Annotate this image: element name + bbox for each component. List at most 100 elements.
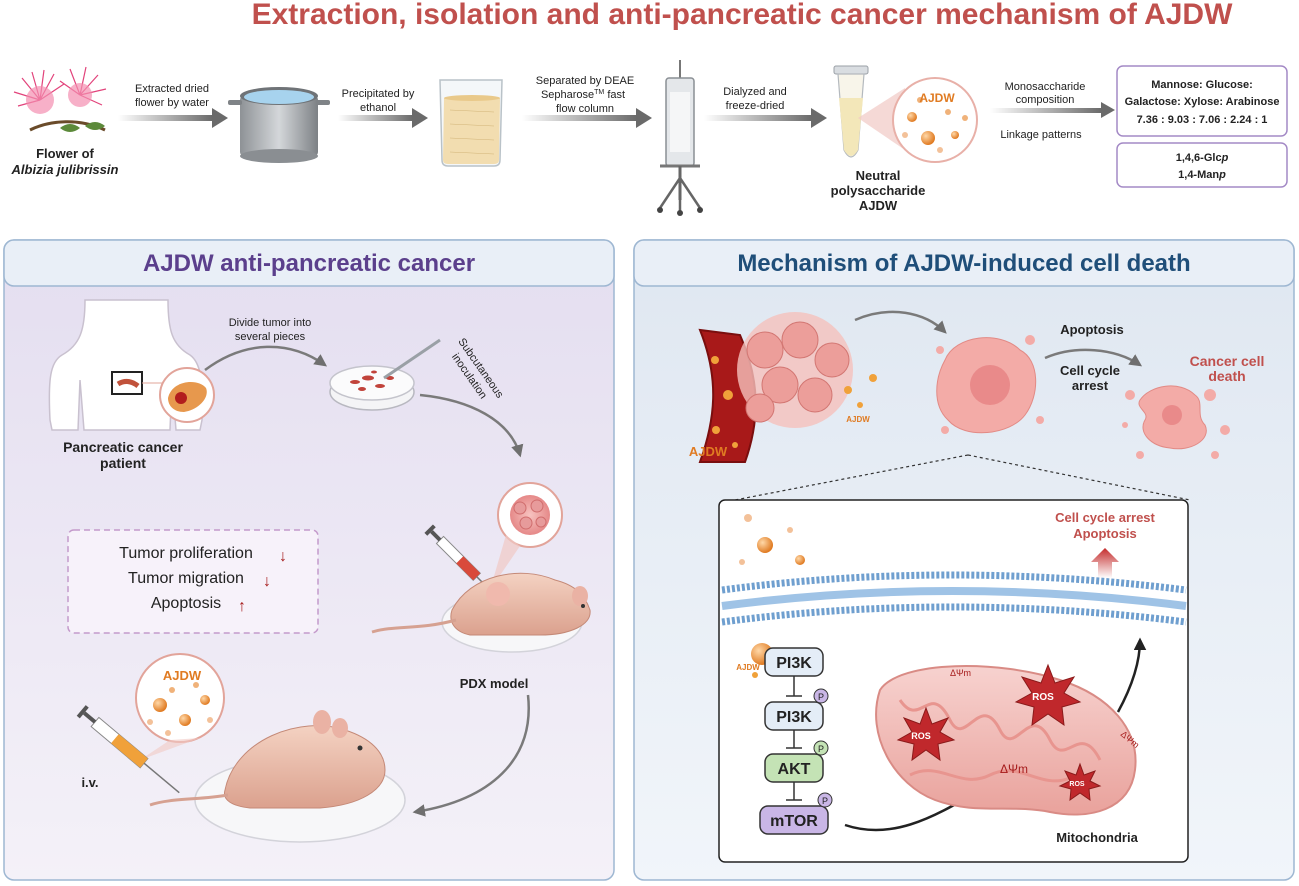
apoptosis-label: Apoptosis <box>1060 322 1124 337</box>
step4-label-line1: Dialyzed and <box>723 86 787 98</box>
divide-arrow <box>204 345 328 372</box>
linkage2-text: 1,4-Man <box>1178 169 1219 181</box>
cell-cycle-label-line2: arrest <box>1072 378 1109 393</box>
zoom-wedge <box>858 88 905 150</box>
mono-box-line2: Galactose: Xylose: Arabinose <box>1125 96 1280 108</box>
effect-1-arrow: ↓ <box>279 548 287 565</box>
process-arrow-3 <box>522 115 637 121</box>
ajdw-bubble-label: AJDW <box>919 91 955 105</box>
delta-psi-2: ΔΨm <box>1000 762 1028 776</box>
tumor-zoom-bubble <box>497 482 563 548</box>
ros-burst-2 <box>1014 663 1082 727</box>
pdx-mouse <box>371 572 591 653</box>
mono-box-line1: Mannose: Glucose: <box>1151 79 1252 91</box>
linkage1-text: 1,4,6-Glc <box>1176 152 1222 164</box>
petri-dish-illustration <box>329 338 441 411</box>
damaged-cancer-cell <box>936 335 1044 434</box>
step2-label-line1: Precipitated by <box>342 88 415 100</box>
phospho-label-1: P <box>818 692 824 702</box>
syringe-iv <box>76 705 180 794</box>
mono-arrow <box>990 108 1102 113</box>
cell-cycle-label-line1: Cell cycle <box>1060 363 1120 378</box>
effects-box <box>67 529 319 634</box>
death-label-line1: Cancer cell <box>1190 353 1265 369</box>
ajdw-particles <box>739 514 805 565</box>
flower-illustration <box>13 66 107 132</box>
step2-label-line2: ethanol <box>360 102 396 114</box>
ros-burst-1 <box>896 706 956 762</box>
syringe-inoculation <box>424 524 493 593</box>
mtor-node <box>759 805 829 835</box>
tumor-cluster <box>737 312 877 428</box>
zoom-line-right <box>967 454 1191 501</box>
flower-label: Flower of <box>36 146 94 161</box>
akt-label: AKT <box>778 761 811 778</box>
ros-label-3: ROS <box>1069 781 1085 788</box>
step3-sepharose: Sepharose <box>541 89 594 101</box>
step3-label-line3: flow column <box>556 103 614 115</box>
step3-label-line2: SepharoseTM fast <box>541 89 625 101</box>
linkage-box-line2: 1,4-Manp <box>1178 169 1226 181</box>
step3-fast: fast <box>604 89 625 101</box>
ros-label-1: ROS <box>911 731 931 741</box>
mtor-label: mTOR <box>770 813 818 830</box>
mono-composition-box <box>1116 65 1288 137</box>
iv-label: i.v. <box>81 775 98 790</box>
ros-burst-3 <box>1058 762 1102 802</box>
ajdw-molecule-bubble <box>892 77 978 163</box>
effect-3-arrow: ↑ <box>238 598 246 615</box>
vessel-ajdw-label: AJDW <box>689 444 728 459</box>
pi3k-label-1: PI3K <box>776 655 812 672</box>
water-pot-illustration <box>228 87 330 163</box>
cell-to-death-arrow <box>1044 348 1143 367</box>
beaker-illustration <box>439 79 503 167</box>
effect-2-arrow: ↓ <box>263 573 271 590</box>
pdx-model-label: PDX model <box>460 676 529 691</box>
phospho-label-3: P <box>822 796 828 806</box>
tumor-ajdw-small: AJDW <box>846 415 870 424</box>
ajdw-treatment-label: AJDW <box>163 668 202 683</box>
divide-label-line2: several pieces <box>235 331 306 343</box>
linkage-box <box>1116 142 1288 188</box>
phospho-badge-1 <box>813 688 829 704</box>
effect-2-label: Tumor migration <box>128 570 244 587</box>
pi3k-label-2: PI3K <box>776 709 812 726</box>
linkage1-italic: p <box>1221 152 1229 164</box>
phospho-badge-2 <box>813 740 829 756</box>
mono-box-line3: 7.36 : 9.03 : 7.06 : 2.24 : 1 <box>1137 114 1268 126</box>
step3-label-line1: Separated by DEAE <box>536 75 634 87</box>
flower-species: Albizia julibrissin <box>11 162 119 177</box>
effect-3-label: Apoptosis <box>151 595 221 612</box>
ros-label-2: ROS <box>1032 692 1054 703</box>
step3-tm: TM <box>594 89 604 96</box>
linkage2-italic: p <box>1218 169 1226 181</box>
effect-1-label: Tumor proliferation <box>119 545 253 562</box>
patient-label-line1: Pancreatic cancer <box>63 439 183 455</box>
process-arrow-2 <box>338 115 413 121</box>
treated-mouse <box>149 710 406 843</box>
phospho-label-2: P <box>818 744 824 754</box>
product-line2: polysaccharide <box>831 183 926 198</box>
step1-label-line1: Extracted dried <box>135 83 209 95</box>
product-line1: Neutral <box>856 168 901 183</box>
step1-label-line2: flower by water <box>135 97 209 109</box>
mitochondria-label: Mitochondria <box>1056 830 1138 845</box>
right-panel-title: Mechanism of AJDW-induced cell death <box>737 250 1190 277</box>
delta-psi-1: ΔΨm <box>950 668 971 678</box>
tumor-to-cell-arrow <box>854 310 947 334</box>
cell-membrane <box>721 571 1187 626</box>
dead-cancer-cell <box>1122 385 1230 459</box>
phospho-badge-3 <box>817 792 833 808</box>
result-up-arrow <box>1091 548 1119 578</box>
sample-tube-illustration <box>833 65 869 158</box>
left-panel-header <box>3 239 615 287</box>
ajdw-ligand-label: AJDW <box>736 663 760 672</box>
left-panel-title: AJDW anti-pancreatic cancer <box>143 250 475 277</box>
result-line2: Apoptosis <box>1073 526 1137 541</box>
divide-label-line1: Divide tumor into <box>229 317 312 329</box>
result-line1: Cell cycle arrest <box>1055 510 1155 525</box>
right-panel-header <box>633 239 1295 287</box>
mono-label-line2: composition <box>1016 94 1075 106</box>
linkage-box-line1: 1,4,6-Glcp <box>1176 152 1229 164</box>
